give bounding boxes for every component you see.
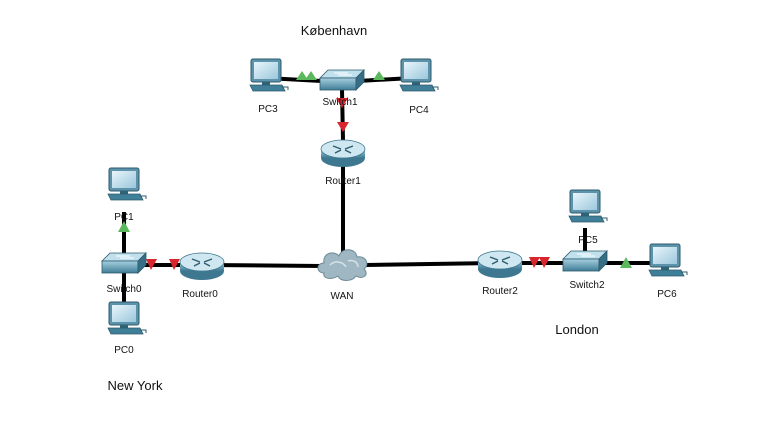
pc1-label: PC1 [114, 212, 134, 223]
status-down-icon [169, 259, 180, 270]
switch0-label: Switch0 [106, 284, 141, 295]
status-down-icon [529, 257, 540, 268]
pc0-label: PC0 [114, 345, 134, 356]
wan-label: WAN [331, 291, 354, 302]
router2-icon[interactable] [477, 250, 523, 279]
pc4-label: PC4 [409, 105, 429, 116]
router1-label: Router1 [325, 176, 361, 187]
site-label-london: London [555, 322, 598, 337]
pc3-icon[interactable] [249, 58, 289, 92]
status-down-icon [337, 122, 349, 132]
switch2-label: Switch2 [569, 280, 604, 291]
status-down-icon [336, 98, 348, 108]
pc3-label: PC3 [258, 104, 278, 115]
site-label-new-york: New York [108, 378, 163, 393]
status-up-icon [373, 71, 385, 80]
router0-icon[interactable] [179, 252, 225, 281]
status-up-icon [620, 257, 632, 268]
pc1-icon[interactable] [107, 167, 147, 201]
wan-cloud-icon[interactable] [317, 249, 368, 281]
status-down-icon [146, 259, 157, 270]
router1-icon[interactable] [320, 139, 366, 168]
status-up-icon [118, 221, 130, 232]
link-status-indicators [118, 71, 632, 270]
pc0-icon[interactable] [107, 301, 147, 335]
status-up-icon [296, 71, 308, 80]
link-router0-wan [207, 263, 323, 268]
switch0-icon[interactable] [101, 252, 147, 274]
router2-label: Router2 [482, 286, 518, 297]
link-wan-router2 [365, 261, 496, 267]
status-down-icon [539, 257, 550, 268]
status-up-icon [305, 71, 317, 80]
site-label-kobenhavn: København [301, 23, 368, 38]
switch2-icon[interactable] [562, 250, 608, 272]
pc6-label: PC6 [657, 289, 677, 300]
switch1-label: Switch1 [322, 97, 357, 108]
pc6-icon[interactable] [648, 243, 688, 277]
pc4-icon[interactable] [399, 58, 439, 92]
router0-label: Router0 [182, 289, 218, 300]
pc5-icon[interactable] [568, 189, 608, 223]
switch1-icon[interactable] [319, 69, 365, 91]
pc5-label: PC5 [578, 235, 598, 246]
